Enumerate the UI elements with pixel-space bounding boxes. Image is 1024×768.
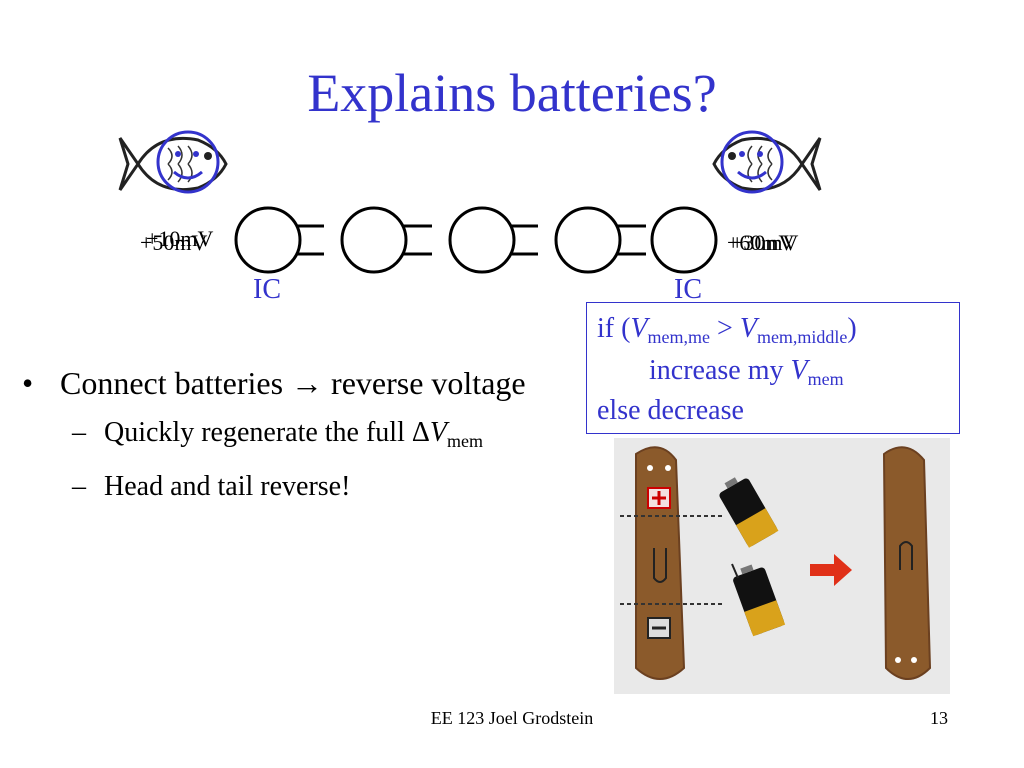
slide-title: Explains batteries? [307, 63, 717, 123]
cell [340, 206, 408, 274]
dash-icon: – [72, 471, 86, 502]
cell [448, 206, 516, 274]
fish-icon [118, 130, 228, 194]
bullet-list: • Connect batteries → reverse voltage – … [22, 360, 582, 510]
bullet-sub-reverse: – Head and tail reverse! [22, 464, 582, 510]
rule-line-increase: increase my Vmem [649, 355, 844, 389]
cell [650, 206, 718, 274]
bullet-sub-regenerate: – Quickly regenerate the full ΔVmem [22, 410, 582, 464]
voltage-label: +10mV [146, 226, 214, 251]
ic-label-left: IC [253, 274, 281, 305]
bullet-dot-icon: • [22, 365, 34, 401]
cell-chain-diagram [234, 206, 718, 274]
rule-line-else: else decrease [597, 395, 744, 426]
cell [554, 206, 622, 274]
page-number: 13 [930, 708, 948, 728]
bullet-main: • Connect batteries → reverse voltage [22, 360, 582, 406]
footer-text: EE 123 Joel Grodstein [430, 708, 594, 728]
rule-line-condition: if (Vmem,me > Vmem,middle) [597, 313, 857, 347]
ic-label-right: IC [674, 274, 702, 305]
voltage-label: +50mV [140, 230, 208, 255]
cell [234, 206, 302, 274]
voltage-label: +60mV [727, 230, 795, 255]
rule-box: if (Vmem,me > Vmem,middle) increase my V… [586, 302, 960, 434]
planaria-battery-illustration [614, 438, 950, 694]
dash-icon: – [72, 417, 86, 448]
fish-icon [712, 130, 822, 194]
voltage-label: +30mV [731, 230, 799, 255]
